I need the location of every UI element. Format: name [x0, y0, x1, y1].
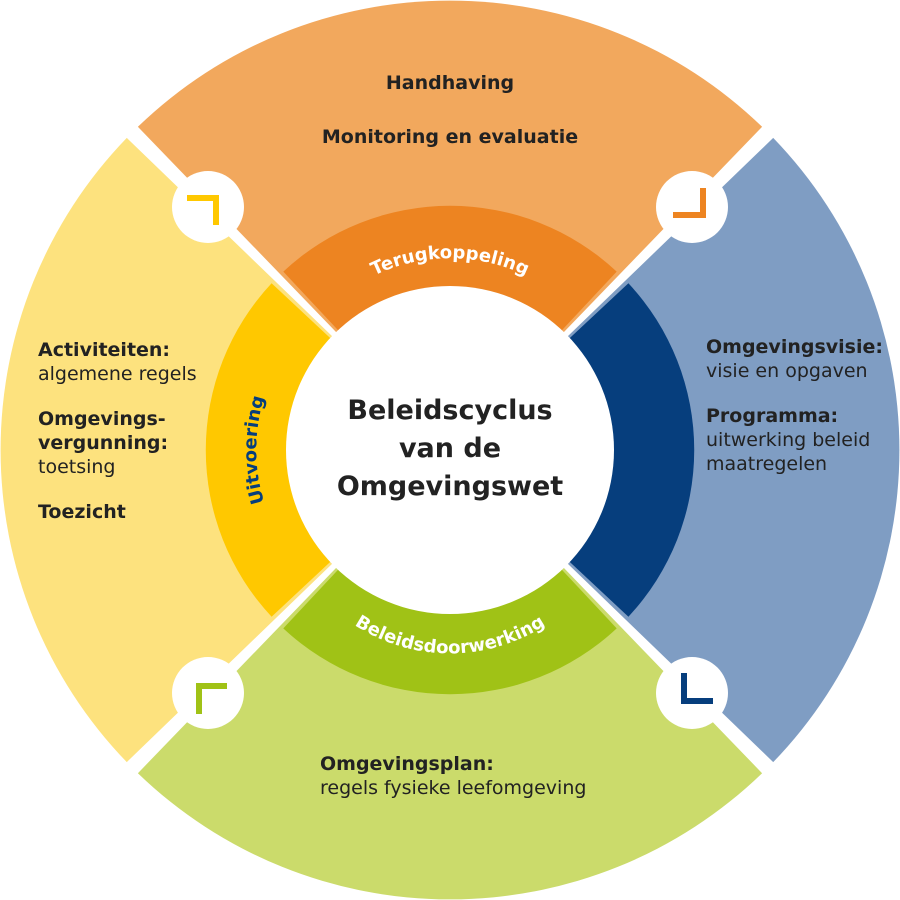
transition-marker-bottom-left [172, 657, 244, 729]
left-item-1-title: Omgevings- [38, 408, 166, 430]
corner-arrow-icon [187, 195, 219, 225]
top-quadrant-text: Handhaving Monitoring en evaluatie [300, 71, 600, 149]
transition-marker-top-left [172, 171, 244, 243]
right-item-1-line-1: maatregelen [706, 453, 828, 475]
right-item-0-title: Omgevingsvisie: [706, 336, 883, 358]
center-title-line-1: Beleidscyclus [347, 395, 553, 426]
bottom-item-0-line-0: regels fysieke leefomgeving [320, 777, 587, 799]
top-item-handhaving: Handhaving [385, 72, 515, 94]
transition-marker-bottom-right [656, 657, 728, 729]
center-disc [286, 286, 614, 614]
left-item-1-line-0: toetsing [38, 456, 116, 478]
right-quadrant-text: Omgevingsvisie: visie en opgaven Program… [706, 335, 891, 476]
center-title-line-3: Omgevingswet [336, 471, 564, 502]
left-quadrant-text: Activiteiten: algemene regels Omgevings-… [38, 338, 213, 524]
bottom-item-0-title: Omgevingsplan: [320, 753, 494, 775]
transition-marker-top-right [656, 171, 728, 243]
corner-arrow-icon [673, 188, 706, 218]
right-item-1-title: Programma: [706, 405, 839, 427]
corner-arrow-icon [196, 683, 227, 714]
right-item-0-line-0: visie en opgaven [706, 360, 868, 382]
center-title-line-2: van de [398, 433, 502, 464]
center-title: Beleidscyclus van de Omgevingswet [300, 392, 600, 506]
top-item-monitoring: Monitoring en evaluatie [321, 126, 579, 148]
corner-arrow-icon [681, 673, 713, 704]
right-item-1-line-0: uitwerking beleid [706, 429, 871, 451]
left-item-0-title: Activiteiten: [38, 339, 171, 361]
left-item-0-line-0: algemene regels [38, 363, 197, 385]
left-item-2-title: Toezicht [38, 501, 126, 523]
bottom-quadrant-text: Omgevingsplan: regels fysieke leefomgevi… [320, 752, 620, 800]
left-item-1-title-2: vergunning: [38, 432, 169, 454]
